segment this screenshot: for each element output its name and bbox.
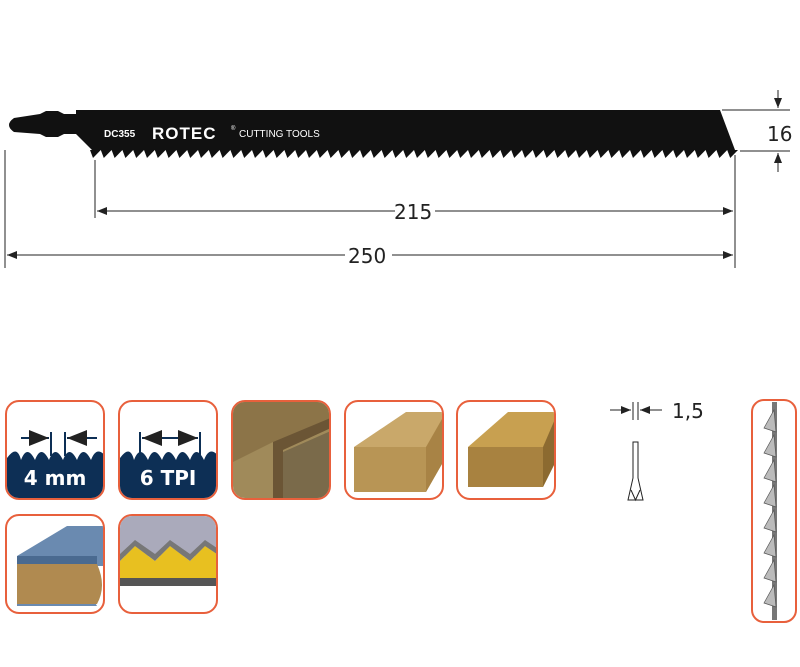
blade-model: DC355 (104, 129, 136, 140)
cutting-length-label: 215 (394, 200, 432, 224)
side-tooth (763, 433, 777, 458)
brand-tagline: CUTTING TOOLS (239, 129, 320, 140)
side-tooth (763, 483, 777, 508)
side-tooth (763, 408, 777, 433)
side-tooth (763, 583, 777, 608)
total-length-label: 250 (348, 244, 386, 268)
tooth-set-side-view (751, 399, 797, 623)
thickness-diagram (610, 402, 662, 502)
tpi-icon: 6 TPI (118, 400, 218, 500)
chipboard-icon (456, 400, 556, 500)
side-tooth (763, 508, 777, 533)
blade (9, 110, 738, 158)
tpi-label: 6 TPI (139, 466, 197, 490)
side-tooth (763, 533, 777, 558)
soft-wood-icon (344, 400, 444, 500)
thickness-label: 1,5 (672, 399, 704, 423)
sandwich-panel-icon (118, 514, 218, 614)
registered-mark: ® (231, 125, 236, 132)
side-tooth (763, 558, 777, 583)
height-label: 16 (767, 122, 792, 146)
tooth-pitch-label: 4 mm (23, 466, 87, 490)
blade-teeth (90, 150, 738, 158)
laminated-board-icon (5, 514, 105, 614)
brand-logo: ROTEC (152, 124, 217, 143)
tooth-pitch-icon: 4 mm (5, 400, 105, 500)
wood-joint-icon (231, 400, 331, 500)
side-tooth (763, 458, 777, 483)
